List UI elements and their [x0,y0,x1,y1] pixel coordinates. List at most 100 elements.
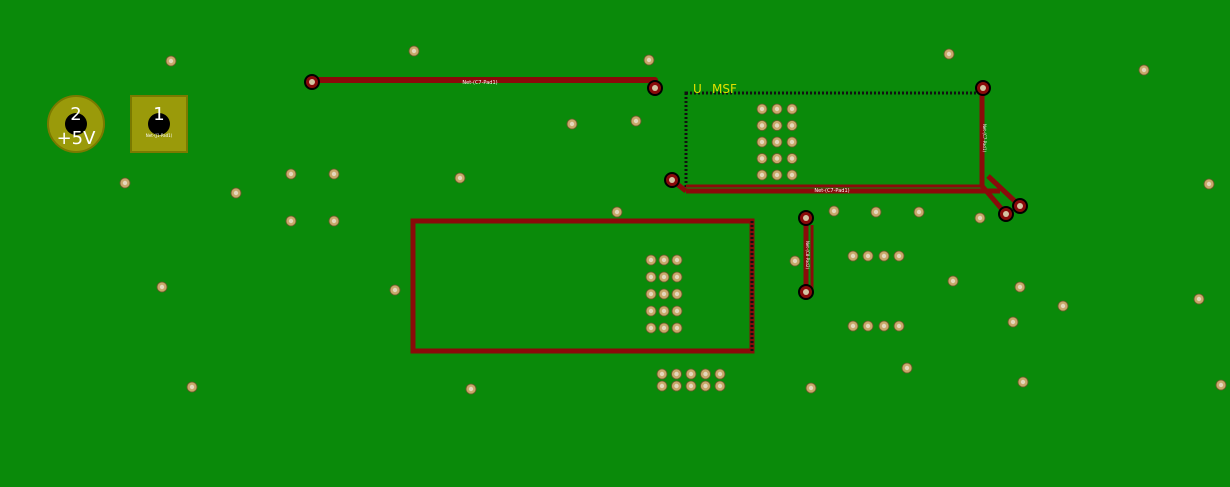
via-hole [881,253,887,259]
via-hole [648,308,654,314]
pad-2-net: +5V [57,128,97,149]
via-hole [1010,319,1016,325]
via-hole [904,365,910,371]
via-hole [411,48,417,54]
via-hole [759,156,765,161]
silk-fragment-b: MSF [712,82,737,96]
via-hole [703,371,708,377]
via-hole [688,371,694,377]
via-trace-top-start-hole [309,79,315,85]
via-hole [881,323,887,329]
via-hole [233,190,239,196]
via-hole [759,139,765,145]
via-hole [774,156,780,161]
via-hole [674,274,680,280]
via-hole [633,118,639,124]
via-hole [759,123,765,128]
via-trace-top-end-hole [652,85,658,91]
via-hole [717,383,723,389]
via-hole [646,57,652,63]
via-hole [168,58,174,64]
trace-end-vias [304,74,1028,300]
net-label-long-trace: Net-(C7-Pad1) [814,188,849,194]
pad-1-net: Net-(J1-Pad1) [146,133,173,138]
via-hole [977,215,983,221]
via-diagonal-a-end-hole [1003,211,1009,217]
via-hole [674,308,680,314]
pad-2-hole [65,113,87,135]
pad-1[interactable]: 1 Net-(J1-Pad1) [130,95,188,153]
via-hole [1017,284,1023,290]
silk-fragment-a: U [693,82,702,96]
pad-1-number: 1 [153,104,164,125]
via-hole [1218,382,1224,388]
via-mid-bottom-hole [803,289,809,295]
via-hole [789,139,795,145]
via-hole [831,208,837,214]
via-mid-top-hole [803,215,809,221]
via-hole [288,171,294,177]
via-hole [1206,181,1212,187]
via-hole [661,308,667,314]
net-label-vertical-right: Net-(C7-Pad1) [982,124,987,153]
via-hole [659,383,665,389]
pad-2[interactable]: 2 +5V [47,95,105,153]
via-hole [661,257,667,263]
via-diagonal-b-end-hole [1017,203,1023,209]
via-hole [331,218,337,224]
via-hole [774,106,780,112]
via-hole [674,291,680,297]
via-hole [661,325,667,331]
via-hole [789,156,795,161]
via-hole [688,383,694,389]
via-hole [648,291,654,297]
via-hole [703,383,708,389]
via-hole [1060,303,1066,309]
via-hole [1141,67,1147,73]
via-hole [792,258,798,264]
via-hole [850,253,856,259]
via-hole [946,51,952,57]
via-hole [789,123,795,128]
pad-2-number: 2 [70,104,81,125]
via-hole [674,371,679,377]
via-hole [674,257,680,263]
via-hole [1020,379,1026,385]
via-hole [1196,296,1202,302]
via-hole [896,323,902,329]
via-hole [789,172,795,178]
via-hole [674,325,680,331]
via-hole [789,106,795,112]
connector-pads: 2 +5V 1 Net-(J1-Pad1) [47,95,188,153]
via-hole [774,123,780,128]
via-hole [122,180,128,186]
via-hole [392,287,398,293]
via-hole [850,323,856,329]
via-hole [873,209,879,215]
via-hole [288,218,294,224]
via-hole [896,253,902,259]
pad-1-hole [148,113,170,135]
vias [119,45,1227,395]
via-hole [865,323,871,329]
via-hole [648,274,654,280]
via-hole [774,172,780,178]
net-labels: Net-(C7-Pad1) Net-(C7-Pad1) Net-(C7-Pad1… [462,80,987,270]
via-hole [717,371,723,377]
via-hole [674,383,679,389]
via-hole [759,106,765,112]
via-hole [468,386,474,392]
via-hole [648,325,654,331]
via-hole [659,371,665,377]
via-hole [159,284,165,290]
net-label-top-trace: Net-(C7-Pad1) [462,80,497,86]
via-right-top-hole [980,85,986,91]
via-hole [808,385,814,391]
via-hole [569,121,575,127]
via-hole [189,384,195,390]
via-hole [865,253,871,259]
via-hole [457,175,463,181]
